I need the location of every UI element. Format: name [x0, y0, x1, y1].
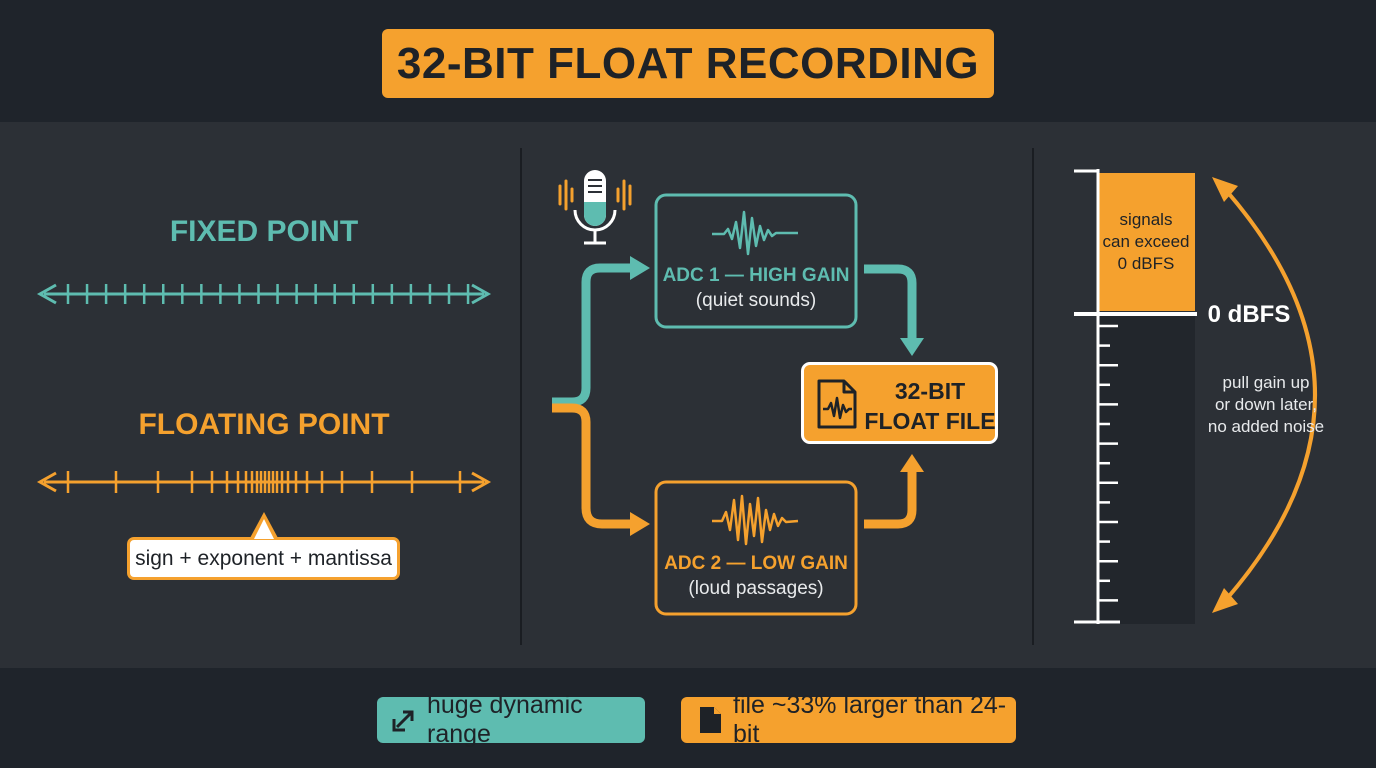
over-zero-label: signals can exceed 0 dBFS — [1102, 210, 1190, 273]
dynamic-range-text: huge dynamic range — [427, 691, 583, 748]
zero-dbfs-label: 0 dBFS — [1207, 301, 1291, 328]
gain-adjust-arrow — [1212, 177, 1317, 613]
adc2-box — [654, 480, 858, 616]
file-size-text: file ~33% larger than 24-bit — [733, 691, 1007, 748]
document-icon — [700, 707, 721, 733]
waveform-icon — [712, 210, 798, 256]
adc1-subtitle: (quiet sounds) — [695, 290, 817, 311]
dynamic-range-pill: huge dynamic range — [377, 691, 645, 748]
floating-point-ticks — [66, 471, 462, 493]
fixed-point-ticks — [66, 284, 470, 304]
file-size-pill: file ~33% larger than 24-bit — [681, 691, 1016, 748]
callout-text: sign + exponent + mantissa — [135, 546, 392, 570]
microphone-icon — [558, 170, 632, 245]
adc2-subtitle: (loud passages) — [688, 578, 824, 599]
floating-point-line — [36, 471, 492, 493]
gain-note: pull gain up or down later, no added noi… — [1207, 373, 1325, 436]
over-zero-zone — [1098, 173, 1195, 311]
adc1-box — [654, 193, 858, 329]
meter-ticks — [1098, 324, 1118, 602]
level-meter — [1074, 169, 1197, 624]
waveform-icon-loud — [712, 494, 799, 546]
fixed-point-line — [36, 283, 492, 305]
float-file-box: 32-BIT FLOAT FILE — [801, 362, 998, 444]
float-format-callout: sign + exponent + mantissa — [127, 537, 400, 580]
file-waveform-icon — [817, 379, 857, 429]
floating-point-title: FLOATING POINT — [138, 408, 390, 441]
page-title: 32-BIT FLOAT RECORDING — [396, 38, 980, 88]
adc1-title: ADC 1 — HIGH GAIN — [662, 265, 850, 286]
meter-body — [1098, 315, 1195, 624]
fixed-point-title: FIXED POINT — [169, 215, 359, 248]
expand-arrows-icon — [392, 710, 414, 732]
panel-divider-right — [1032, 148, 1034, 645]
adc2-title: ADC 2 — LOW GAIN — [664, 553, 848, 574]
title-banner: 32-BIT FLOAT RECORDING — [382, 29, 994, 98]
merge-arrows — [864, 264, 924, 529]
file-label: 32-BIT FLOAT FILE — [864, 378, 996, 434]
panel-divider-left — [520, 148, 522, 645]
signal-split-arrows — [552, 256, 650, 536]
